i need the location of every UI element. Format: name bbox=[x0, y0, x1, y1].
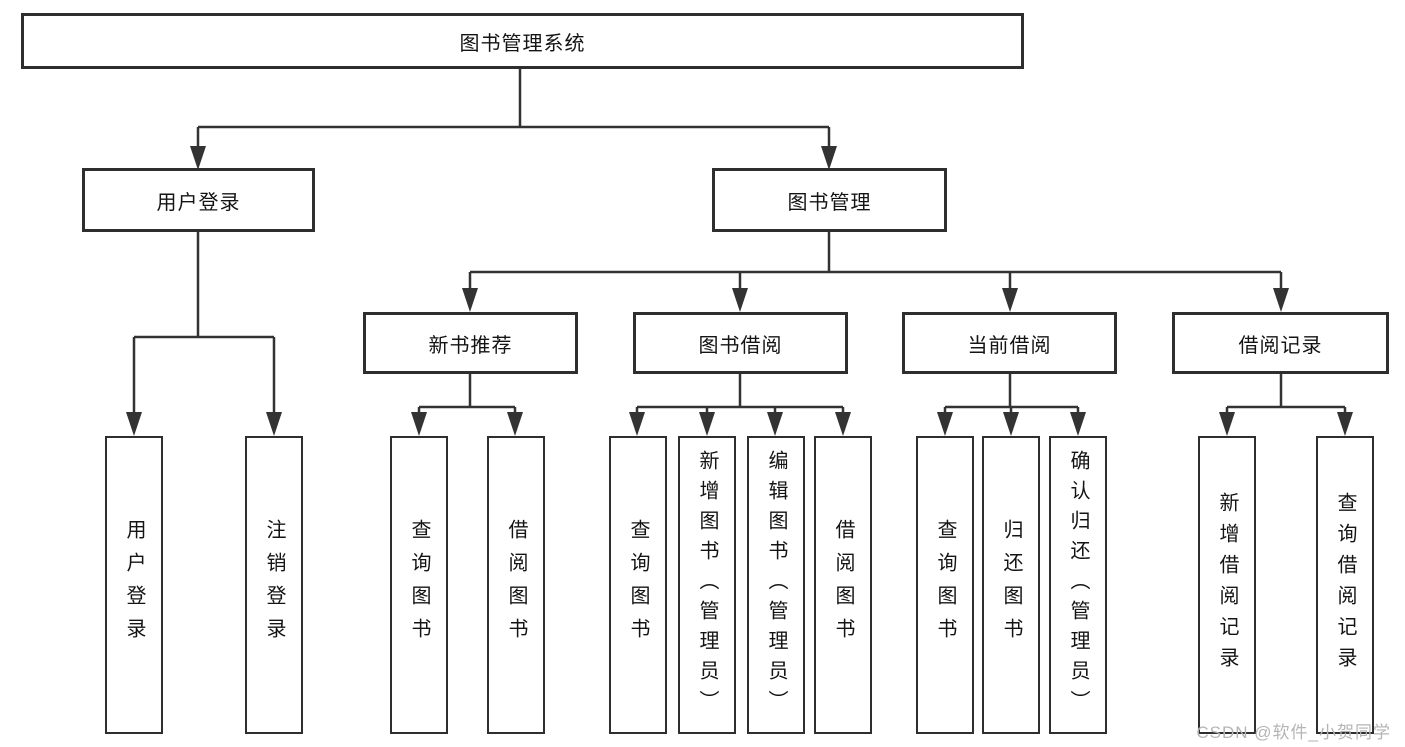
node-label: 图书管理系统 bbox=[459, 32, 586, 55]
node-book-borrowing: 图书借阅 bbox=[633, 312, 848, 374]
leaf-confirm-return-admin: 确认归还（管理员） bbox=[1049, 436, 1107, 734]
leaf-borrow-books: 借阅图书 bbox=[814, 436, 872, 734]
node-label: 注销登录 bbox=[263, 519, 285, 651]
leaf-query-books-borrow: 查询图书 bbox=[609, 436, 667, 734]
leaf-add-books-admin: 新增图书（管理员） bbox=[678, 436, 736, 734]
node-label: 借阅记录 bbox=[1238, 334, 1323, 357]
node-label: 新增图书（管理员） bbox=[696, 450, 718, 720]
leaf-edit-books-admin: 编辑图书（管理员） bbox=[747, 436, 805, 734]
csdn-watermark: CSDN @软件_小贺同学 bbox=[1196, 723, 1391, 742]
node-label: 用户登录 bbox=[156, 191, 241, 214]
leaf-user-login: 用户登录 bbox=[105, 436, 163, 734]
node-label: 图书管理 bbox=[787, 191, 872, 214]
node-library-system: 图书管理系统 bbox=[21, 13, 1024, 69]
node-label: 新增借阅记录 bbox=[1216, 492, 1238, 678]
node-label: 用户登录 bbox=[123, 519, 145, 651]
node-label: 借阅图书 bbox=[832, 519, 854, 651]
node-label: 查询图书 bbox=[408, 519, 430, 651]
leaf-query-books-current: 查询图书 bbox=[916, 436, 974, 734]
node-label: 图书借阅 bbox=[698, 334, 783, 357]
node-label: 新书推荐 bbox=[428, 334, 513, 357]
node-book-management: 图书管理 bbox=[712, 168, 947, 232]
leaf-logout: 注销登录 bbox=[245, 436, 303, 734]
node-label: 归还图书 bbox=[1000, 519, 1022, 651]
arrowheads bbox=[126, 146, 1353, 436]
node-label: 确认归还（管理员） bbox=[1067, 450, 1089, 720]
node-current-borrowing: 当前借阅 bbox=[902, 312, 1117, 374]
node-new-book-recommend: 新书推荐 bbox=[363, 312, 578, 374]
node-label: 查询图书 bbox=[627, 519, 649, 651]
leaf-add-borrow-record: 新增借阅记录 bbox=[1198, 436, 1256, 734]
leaf-query-borrow-record: 查询借阅记录 bbox=[1316, 436, 1374, 734]
leaf-borrow-books-recommend: 借阅图书 bbox=[487, 436, 545, 734]
node-label: 查询借阅记录 bbox=[1334, 492, 1356, 678]
node-user-login: 用户登录 bbox=[82, 168, 315, 232]
node-label: 当前借阅 bbox=[967, 334, 1052, 357]
node-label: 借阅图书 bbox=[505, 519, 527, 651]
node-label: 查询图书 bbox=[934, 519, 956, 651]
leaf-return-books: 归还图书 bbox=[982, 436, 1040, 734]
node-borrow-records: 借阅记录 bbox=[1172, 312, 1389, 374]
leaf-query-books-recommend: 查询图书 bbox=[390, 436, 448, 734]
node-label: 编辑图书（管理员） bbox=[765, 450, 787, 720]
